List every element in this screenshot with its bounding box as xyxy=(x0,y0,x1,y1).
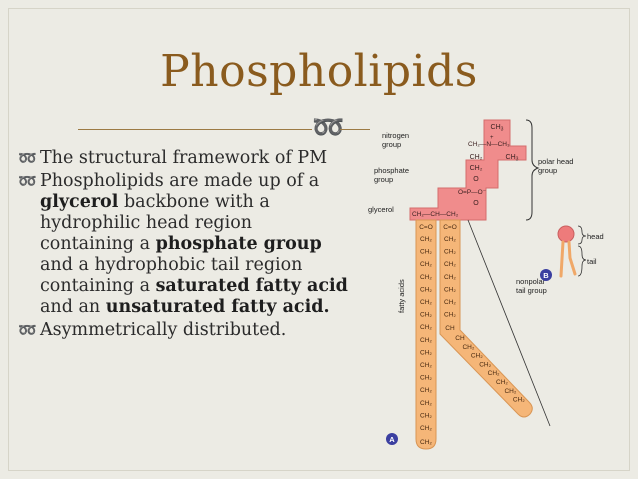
glycerol-label: glycerol xyxy=(368,205,394,214)
chem-ch2-sat: CH₂ xyxy=(420,299,432,306)
bullet-bold-text: saturated fatty acid xyxy=(155,276,348,296)
chem-ch2-sat: CH₂ xyxy=(420,249,432,256)
chem-plus-sign: + xyxy=(490,135,494,141)
phospholipid-diagram: nitrogen group phosphate group glycerol … xyxy=(368,119,604,450)
chem-ch2-unsat: CH₂ xyxy=(444,274,456,281)
bullet-text: The structural framework of PM xyxy=(40,148,328,168)
chem-glycerol-row: CH₂—CH—CH₂ xyxy=(412,211,459,218)
chem-ch2-kink: CH₂ xyxy=(479,361,491,368)
chem-ch2-sat: CH₂ xyxy=(420,362,432,369)
badge-b-circle xyxy=(540,269,552,281)
chem-ch2-sat: CH₂ xyxy=(420,337,432,344)
badge-a-circle xyxy=(386,433,398,445)
nonpolar-tail-group-label-1: nonpolar xyxy=(516,277,546,286)
title-rule-left xyxy=(78,129,312,130)
chem-o-lower: O xyxy=(473,200,479,207)
chem-phosphate-row: O=P—O⁻ xyxy=(458,189,487,196)
nonpolar-tail-group-label-2: tail group xyxy=(516,286,547,295)
tail-label: tail xyxy=(587,257,597,266)
polar-head-region xyxy=(409,119,527,221)
chem-ch2-unsat: CH₂ xyxy=(444,249,456,256)
chem-choline-row: CH₂—N—CH₃ xyxy=(468,141,510,148)
bullet-item: ➿Asymmetrically distributed. xyxy=(18,320,348,341)
nonpolar-tail-line xyxy=(467,219,551,427)
phosphate-group-label-2: group xyxy=(374,175,393,184)
tail-schematic-left xyxy=(559,240,565,278)
nitrogen-group-label-1: nitrogen xyxy=(382,131,409,140)
bullet-text: backbone with a hydrophilic head region … xyxy=(40,192,270,254)
unsaturated-tail xyxy=(439,219,533,418)
chem-ch2-unsat: CH₂ xyxy=(444,286,456,293)
polar-head-bracket xyxy=(525,119,540,221)
bullet-bold-text: glycerol xyxy=(40,192,119,212)
bullet-item: ➿ The structural framework of PM xyxy=(18,148,348,169)
chem-ch2-sat: CH₂ xyxy=(420,286,432,293)
badge-b-label: B xyxy=(543,271,549,280)
chem-ch2-sat: CH₂ xyxy=(420,324,432,331)
chem-ch2-sat: CH₂ xyxy=(420,312,432,319)
chem-ch2-unsat: CH₂ xyxy=(444,312,456,319)
badge-a-label: A xyxy=(389,435,395,444)
bullet-list: ➿ The structural framework of PM➿Phospho… xyxy=(18,148,348,343)
chem-o-upper: O xyxy=(473,176,479,183)
chem-carbonyl-left: C=O xyxy=(419,224,433,231)
chem-ch2-kink: CH₂ xyxy=(488,370,500,377)
chem-ch2-sat: CH₂ xyxy=(420,261,432,268)
chem-ch2-unsat: CH₂ xyxy=(444,299,456,306)
chem-ch2-sat: CH₂ xyxy=(420,375,432,382)
chem-ch2-head-1: CH₂ xyxy=(470,154,483,161)
chem-ch2-sat: CH₂ xyxy=(420,425,432,432)
chem-ch2-kink: CH₂ xyxy=(496,379,508,386)
chem-carbonyl-right: C=O xyxy=(443,224,457,231)
title-rule-right xyxy=(340,129,370,130)
polar-head-group-label-2: group xyxy=(538,166,557,175)
chem-ch2-sat: CH₂ xyxy=(420,400,432,407)
saturated-tail xyxy=(415,219,437,450)
chem-ch2-kink: CH₂ xyxy=(471,353,483,360)
curly-loop-icon: ➿ xyxy=(312,113,345,143)
polar-head-group-label-1: polar head xyxy=(538,157,573,166)
chem-ch2-unsat: CH₂ xyxy=(444,261,456,268)
phosphate-group-label-1: phosphate xyxy=(374,166,409,175)
chem-ch2-kink: CH xyxy=(455,335,465,342)
bullet-text: Phospholipids are made up of a xyxy=(40,171,320,191)
chem-ch2-sat: CH₂ xyxy=(420,236,432,243)
chem-ch3-sat: CH₂ xyxy=(420,439,432,446)
bullet-text: and a hydrophobic tail region containing… xyxy=(40,255,303,296)
bullet-bold-text: phosphate group xyxy=(155,234,322,254)
slide-frame xyxy=(8,8,630,471)
bullet-marker-icon: ➿ xyxy=(18,321,37,339)
head-bracket xyxy=(577,225,587,245)
fatty-acids-label: fatty acids xyxy=(397,279,406,313)
bullet-text: and an xyxy=(40,297,106,317)
chem-ch2-sat: CH₂ xyxy=(420,387,432,394)
bullet-marker-icon: ➿ xyxy=(18,172,37,190)
head-schematic-circle xyxy=(557,225,575,243)
chem-ch3-top: CH3 xyxy=(491,124,504,133)
tail-bracket xyxy=(577,245,587,277)
bullet-item: ➿Phospholipids are made up of a glycerol… xyxy=(18,171,348,318)
nitrogen-group-label-2: group xyxy=(382,140,401,149)
chem-ch2-kink: CH₂ xyxy=(513,397,525,404)
chem-ch2-sat: CH₂ xyxy=(420,412,432,419)
chem-ch2-head-2: CH₂ xyxy=(470,165,483,172)
bullet-text: Asymmetrically distributed. xyxy=(40,320,287,340)
chem-ch2-unsat: CH₂ xyxy=(444,236,456,243)
bullet-bold-text: unsaturated fatty acid. xyxy=(105,297,330,317)
chem-ch2-sat: CH₂ xyxy=(420,349,432,356)
tail-schematic-right xyxy=(567,240,577,276)
head-label: head xyxy=(587,232,604,241)
slide-title: Phospholipids xyxy=(160,46,478,97)
chem-ch2-kink: CH₂ xyxy=(462,344,474,351)
chem-ch-unsat-1: CH xyxy=(445,325,455,332)
chem-ch2-kink: CH₂ xyxy=(504,388,516,395)
chem-ch3-right: CH3 xyxy=(506,154,519,163)
bullet-marker-icon: ➿ xyxy=(18,149,37,167)
chem-ch2-sat: CH₂ xyxy=(420,274,432,281)
